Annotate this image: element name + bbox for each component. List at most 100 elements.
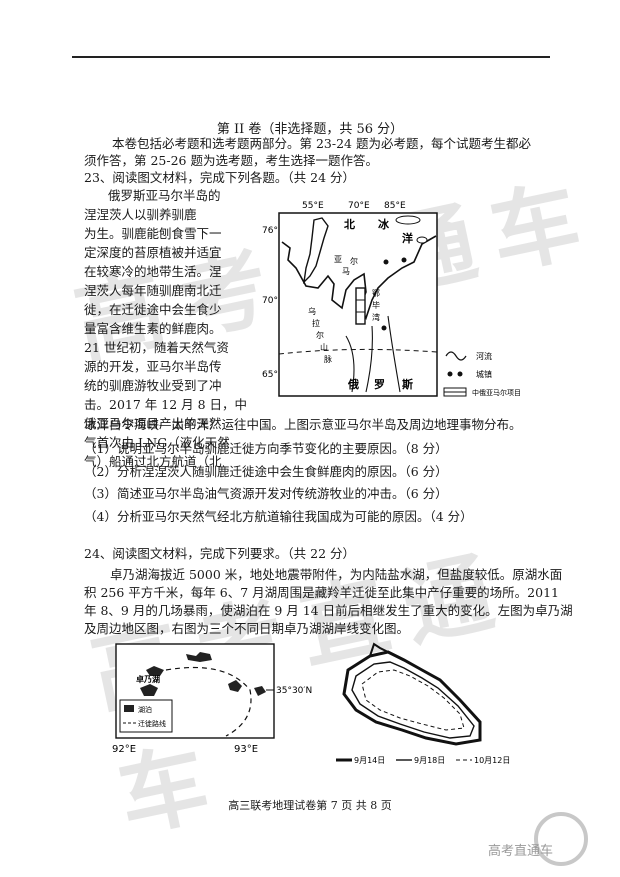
intro-line-2: 须作答，第 25-26 题为选考题，考生选择一题作答。 <box>84 153 378 168</box>
novaya-zemlya-shape <box>303 217 329 284</box>
q24-passage: 卓乃湖海拔近 5000 米，地处地震带附件，为内陆盐水湖，但盐度较低。原湖水面 … <box>84 566 573 638</box>
lake-shape <box>228 680 242 692</box>
place-label: 亚 <box>334 255 342 264</box>
lat-label: 65°N <box>262 370 285 380</box>
q23-subquestions: （1）说明亚马尔半岛驯鹿迁徙方向季节变化的主要原因。（8 分） （2）分析涅涅茨… <box>84 438 473 528</box>
lake-shape <box>254 686 266 696</box>
shoreline-change-map: 9月14日 9月18日 10月12日 <box>336 642 510 765</box>
q23-passage-left: 俄罗斯亚马尔半岛的 涅涅茨人以驯养驯鹿 为生。驯鹿能刨食雪下一 定深度的苔原植被… <box>84 186 247 471</box>
passage-line: 气）船通过北方航道（北 <box>84 454 222 469</box>
intro-line-1: 本卷包括必考题和选考题两部分。第 23-24 题为必考题，每个试题考生都必 <box>112 136 531 151</box>
zhuonai-lake-shape <box>140 684 158 696</box>
town-dot <box>381 325 387 331</box>
lon-label: 93°E <box>234 744 258 755</box>
subquestion: （2）分析涅涅茨人随驯鹿迁徙途中会生食鲜鹿肉的原因。（6 分） <box>84 463 448 479</box>
town-legend-icon <box>457 371 463 377</box>
lat-label: 70°N <box>262 296 285 306</box>
island-shape <box>395 215 421 225</box>
passage-line: 统的驯鹿游牧业受到了冲 <box>84 378 222 393</box>
passage-line: 年 8、9 月的几场暴雨，使湖泊在 9 月 14 日前后相继发生了重大的变化。左… <box>84 603 573 618</box>
q24-stem: 24、阅读图文材料，完成下列要求。（共 22 分） <box>84 546 356 561</box>
passage-line: 徙，在迁徙途中会生食少 <box>84 302 222 317</box>
passage-line: 定深度的苔原植被并适宜 <box>84 245 222 260</box>
place-label: 俄 <box>347 377 359 391</box>
passage-line: 及周边地区图，右图为三个不同日期卓乃湖湖岸线变化图。 <box>84 621 410 636</box>
place-label: 尔 <box>350 256 358 266</box>
lake-shape <box>146 666 164 676</box>
place-label: 毕 <box>372 300 380 310</box>
river-line <box>345 335 355 393</box>
place-label: 山 <box>320 342 328 352</box>
place-label: 北 <box>344 217 355 231</box>
lat-label: 35°30′N <box>276 686 312 696</box>
q23-passage-last: 冰洋白令海峡—太平洋）运往中国。上图示意亚马尔半岛及周边地理事物分布。 <box>84 417 522 432</box>
passage-line: 涅涅茨人以驯养驯鹿 <box>84 207 197 222</box>
q23-stem: 23、阅读图文材料，完成下列各题。（共 24 分） <box>84 170 356 185</box>
subquestion: （3）简述亚马尔半岛油气资源开发对传统游牧业的冲击。（6 分） <box>84 486 448 501</box>
outlet-channel <box>369 642 389 657</box>
place-label: 尔 <box>316 330 324 340</box>
river-line <box>365 325 373 393</box>
zhuonai-region-map: 卓乃湖 35°30′N 湖泊 迁徙路线 92°E 93°E <box>112 643 312 755</box>
corner-logo: 高考直通车 <box>488 812 588 866</box>
town-dot <box>401 257 407 263</box>
river-line <box>387 315 401 393</box>
place-label: 罗 <box>374 378 385 391</box>
place-label: 脉 <box>324 354 332 364</box>
lat-label: 76°N <box>262 226 285 236</box>
dashed-boundary <box>278 348 438 355</box>
passage-line: 量富含维生素的鲜鹿肉。 <box>84 321 222 336</box>
place-label: 乌 <box>308 306 316 316</box>
legend-label: 湖泊 <box>138 705 152 714</box>
place-label: 洋 <box>402 231 413 245</box>
place-label: 拉 <box>312 318 320 328</box>
subquestion: （1）说明亚马尔半岛驯鹿迁徙方向季节变化的主要原因。（8 分） <box>84 441 448 456</box>
place-label: 冰 <box>378 217 390 231</box>
logo-circle-icon <box>534 812 588 866</box>
subquestion: （4）分析亚马尔天然气经北方航道输往我国成为可能的原因。（4 分） <box>84 508 473 524</box>
place-label: 鄂 <box>372 289 380 298</box>
section-title: 第 II 卷（非选择题，共 56 分） <box>216 122 404 137</box>
logo-text: 高考直通车 <box>488 844 554 859</box>
migration-route <box>165 667 252 737</box>
place-label: 湾 <box>372 312 380 322</box>
passage-line: 源的开发，亚马尔半岛传 <box>84 359 222 374</box>
legend-label: 10月12日 <box>474 756 510 765</box>
lake-label: 卓乃湖 <box>136 674 160 684</box>
island-shape <box>416 236 428 244</box>
lon-label: 70°E <box>348 201 370 211</box>
coastline <box>281 235 437 321</box>
place-label: 斯 <box>402 377 413 391</box>
header-rule <box>72 56 550 58</box>
passage-line: 为生。驯鹿能刨食雪下一 <box>84 226 222 241</box>
legend-label: 9月18日 <box>414 756 445 765</box>
shoreline-sep18 <box>351 661 475 739</box>
lake-legend-icon <box>124 705 134 712</box>
yamal-map: 55°E 70°E 85°E 76°N 70°N 65°N 北 冰 洋 俄 罗 … <box>262 201 521 397</box>
lon-label: 55°E <box>302 201 324 211</box>
town-legend-icon <box>447 371 453 377</box>
passage-line: 积 256 平方千米，每年 6、7 月湖周围是藏羚羊迁徙至此集中产仔重要的场所。… <box>84 585 559 600</box>
page-footer: 高三联考地理试卷第 7 页 共 8 页 <box>228 799 392 812</box>
place-label: 马 <box>342 267 350 276</box>
passage-line: 气首次由 LNG（液化天然 <box>84 435 230 450</box>
shoreline-sep14 <box>342 650 482 746</box>
passage-line: 21 世纪初，随着天然气资 <box>84 340 229 355</box>
legend-label: 9月14日 <box>354 756 385 765</box>
legend-label: 河流 <box>476 351 492 361</box>
lon-label: 92°E <box>112 744 136 755</box>
lon-label: 85°E <box>384 201 406 211</box>
legend-label: 迁徙路线 <box>138 719 166 728</box>
yamal-project-marker <box>355 287 366 325</box>
passage-line: 俄亚马尔项目产出的天然 <box>84 416 222 431</box>
river-legend-icon <box>445 351 467 361</box>
passage-line: 击。2017 年 12 月 8 日，中 <box>84 397 248 412</box>
legend-label: 城镇 <box>476 369 492 379</box>
passage-line: 在较寒冷的地带生活。涅 <box>84 264 222 279</box>
passage-line: 卓乃湖海拔近 5000 米，地处地震带附件，为内陆盐水湖，但盐度较低。原湖水面 <box>110 567 563 582</box>
lake-shape <box>186 652 212 662</box>
legend-label: 中俄亚马尔项目 <box>472 388 521 397</box>
shoreline-oct12 <box>361 669 465 731</box>
passage-line: 涅茨人每年随驯鹿南北迁 <box>84 283 222 298</box>
passage-line: 俄罗斯亚马尔半岛的 <box>108 188 221 203</box>
